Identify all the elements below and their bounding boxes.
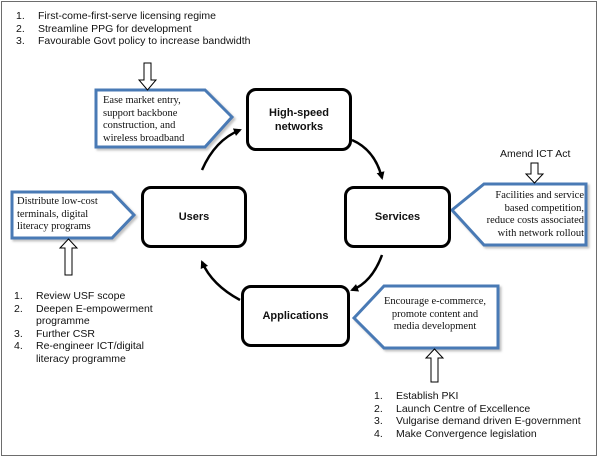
input-arrow-applications <box>424 348 445 383</box>
node-networks: High-speed networks <box>246 88 352 151</box>
callout-text-applications: Encourage e-commerce, promote content an… <box>383 296 487 332</box>
policy-list-networks: 1.First-come-first-serve licensing regim… <box>16 10 316 48</box>
services-policy-label: Amend ICT Act <box>500 148 571 160</box>
arrow-services-to-applications <box>350 254 384 292</box>
input-arrow-services <box>524 162 545 184</box>
arrow-applications-to-users <box>200 260 241 302</box>
node-applications: Applications <box>241 285 350 347</box>
list-item: 2.Streamline PPG for development <box>16 22 192 35</box>
list-item: 1.Review USF scope <box>14 290 126 302</box>
list-item: 2.Deepen E-empowerment programme <box>14 302 153 328</box>
list-item: 2.Launch Centre of Excellence <box>374 402 531 415</box>
input-arrow-networks <box>137 62 158 91</box>
list-item: 1.Establish PKI <box>374 390 459 402</box>
list-item: 4.Re-engineer ICT/digital literacy progr… <box>14 340 144 365</box>
callout-text-services: Facilities and service based competition… <box>486 190 584 239</box>
list-item: 3.Favourable Govt policy to increase ban… <box>16 35 251 47</box>
list-item: 4.Make Convergence legislation <box>374 427 537 440</box>
node-services: Services <box>344 186 451 248</box>
input-arrow-users <box>58 238 79 276</box>
policy-list-applications: 1.Establish PKI 2.Launch Centre of Excel… <box>374 390 596 440</box>
callout-shape-applications <box>351 284 500 350</box>
arrow-networks-to-services <box>351 138 385 180</box>
callout-text-users: Distribute low-cost terminals, digital l… <box>17 196 98 232</box>
callout-shape-services <box>449 182 588 247</box>
list-item: 3.Further CSR <box>14 327 95 340</box>
callout-shape-networks <box>94 88 235 149</box>
callout-text-networks: Ease market entry, support backbone cons… <box>103 95 185 144</box>
policy-list-users: 1.Review USF scope 2.Deepen E-empowermen… <box>14 290 179 365</box>
list-item: 3.Vulgarise demand driven E-government <box>374 415 581 427</box>
callout-shape-users <box>10 190 137 240</box>
node-users: Users <box>141 186 247 248</box>
list-item: 1.First-come-first-serve licensing regim… <box>16 10 216 22</box>
arrow-users-to-networks <box>200 128 242 171</box>
